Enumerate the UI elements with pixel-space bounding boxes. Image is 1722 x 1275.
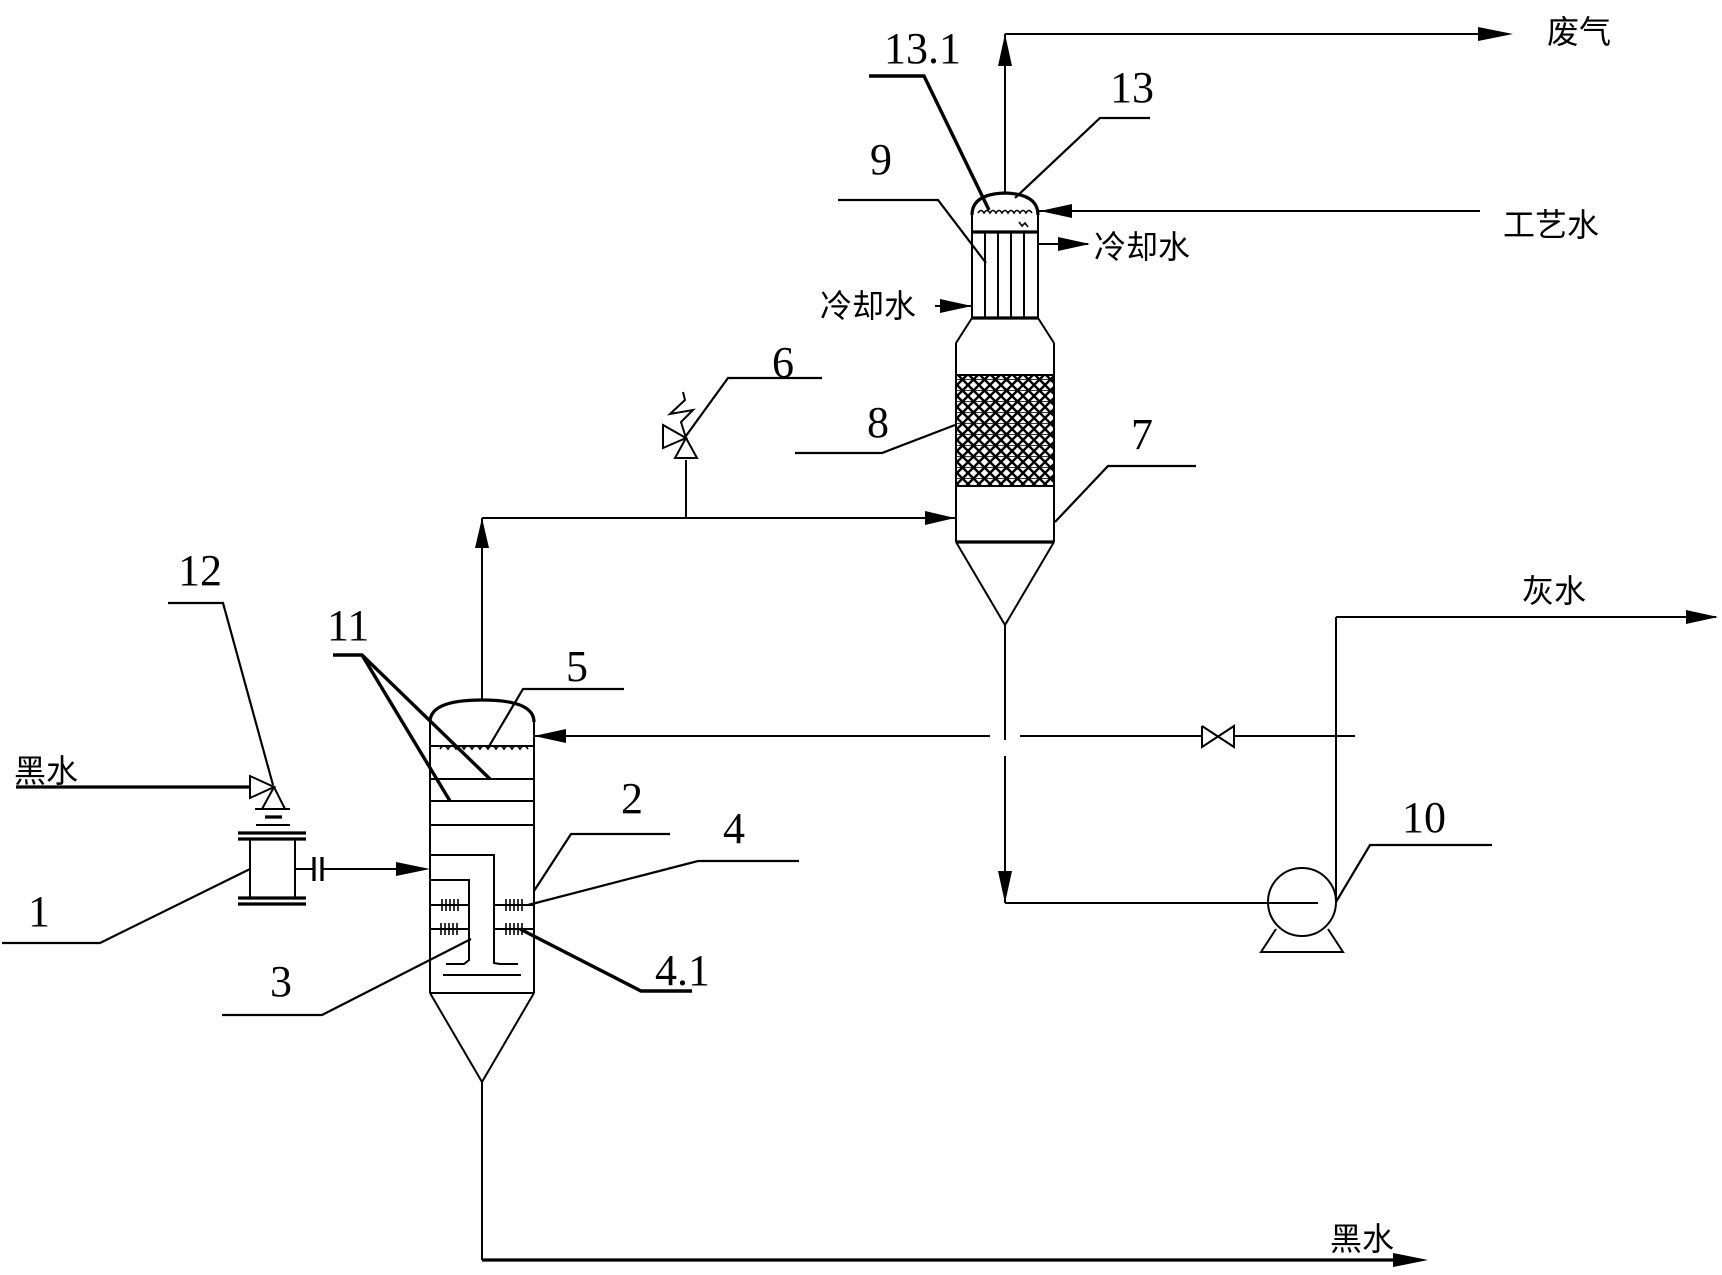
label-2: 2 (621, 774, 643, 823)
label-1: 1 (28, 887, 50, 936)
black-water-outlet-line (481, 1082, 1428, 1267)
process-water-label: 工艺水 (1503, 206, 1599, 244)
leader-3 (222, 938, 472, 1017)
black-water-outlet-label: 黑水 (1330, 1220, 1394, 1258)
label-3: 3 (270, 957, 292, 1006)
leader-13 (1014, 116, 1150, 199)
spray-nozzle-5 (439, 745, 529, 751)
leader-6 (682, 376, 822, 441)
process-water-line (1038, 204, 1480, 218)
cooling-water-inlet (935, 299, 972, 313)
leader-11a (333, 653, 492, 781)
label-13: 13 (1110, 63, 1154, 112)
cooling-water-out-label: 冷却水 (1094, 228, 1190, 266)
leader-4-1 (519, 927, 692, 993)
label-4: 4 (723, 804, 745, 853)
leader-11b (360, 654, 452, 802)
vapor-line (475, 460, 955, 700)
packing-bed (955, 374, 1055, 487)
leader-12 (168, 601, 275, 786)
spray-nozzle-13-1 (977, 209, 1033, 215)
label-6: 6 (772, 338, 794, 387)
leader-2 (533, 832, 670, 892)
label-9: 9 (870, 135, 892, 184)
leader-4 (527, 859, 799, 907)
scrubber-bottom-line (998, 625, 1318, 904)
pump-discharge-line (1335, 610, 1718, 902)
waste-gas-line (998, 27, 1513, 193)
leader-9 (838, 198, 987, 264)
leader-7 (1054, 464, 1196, 523)
label-5: 5 (566, 642, 588, 691)
label-7: 7 (1131, 410, 1153, 459)
black-water-inlet-label: 黑水 (14, 752, 78, 790)
mixer-icon (238, 831, 430, 906)
label-8: 8 (867, 398, 889, 447)
label-4-1: 4.1 (655, 946, 710, 995)
gate-valve-icon (1201, 724, 1235, 749)
cooling-water-outlet (1038, 237, 1090, 251)
leader-8 (795, 423, 956, 455)
label-12: 12 (178, 546, 222, 595)
pressure-reducing-valve-icon (249, 774, 290, 826)
leader-5 (487, 687, 624, 749)
recycle-line (534, 729, 1355, 743)
leader-13-1 (869, 74, 991, 211)
label-10: 10 (1402, 793, 1446, 842)
safety-valve-icon (662, 391, 699, 459)
grey-water-label: 灰水 (1522, 572, 1586, 610)
cooling-water-in-label: 冷却水 (820, 287, 916, 325)
waste-gas-label: 废气 (1547, 13, 1611, 51)
leader-1 (2, 868, 251, 945)
leader-10 (1335, 843, 1492, 903)
flash-vessel (428, 698, 536, 1084)
label-11: 11 (327, 601, 369, 650)
label-13-1: 13.1 (884, 24, 961, 73)
centrifugal-pump-icon (1259, 867, 1345, 953)
